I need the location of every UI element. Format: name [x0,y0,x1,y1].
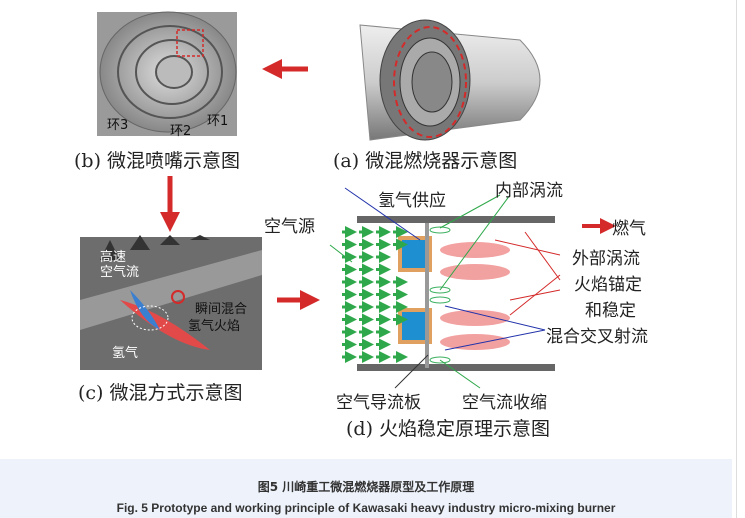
stabilization-label: 和稳定 [585,301,636,321]
panel-a-caption: (a) 微混燃烧器示意图 [333,150,518,172]
burner-render [359,19,541,141]
ring3-label: 环3 [107,118,129,133]
nozzle-photo [97,11,237,136]
flame-anchor-label: 火焰锚定 [574,275,642,295]
caption-band [0,459,732,518]
h2-supply-label: 氢气供应 [378,191,446,211]
figure-graphics [80,11,616,389]
mixing-photo [80,235,262,370]
instant-mix-label: 瞬间混合 [195,302,248,317]
air-contraction-label: 空气流收缩 [462,393,547,413]
guide-plate-label: 空气导流板 [336,393,421,413]
exhaust-label: 燃气 [612,219,646,239]
ring1-label: 环1 [207,114,229,129]
hydrogen-label: 氢气 [112,346,139,361]
figure-caption-en: Fig. 5 Prototype and working principle o… [116,501,616,515]
figure-caption-zh: 图5 川崎重工微混燃烧器原型及工作原理 [257,480,475,494]
panel-b-caption: (b) 微混喷嘴示意图 [74,150,241,172]
flame-stabilization-diagram [329,187,616,389]
outer-vortex-label: 外部涡流 [572,249,640,269]
air-source-label: 空气源 [264,217,315,237]
divider [736,0,737,518]
panel-d-caption: (d) 火焰稳定原理示意图 [346,418,551,440]
ring2-label: 环2 [170,124,192,139]
inner-vortex-label: 内部涡流 [495,181,563,201]
high-speed-air-label: 高速 空气流 [100,250,140,280]
cross-jet-label: 混合交叉射流 [546,327,648,347]
panel-c-caption: (c) 微混方式示意图 [78,382,243,404]
h2-flame-label: 氢气火焰 [188,319,241,334]
